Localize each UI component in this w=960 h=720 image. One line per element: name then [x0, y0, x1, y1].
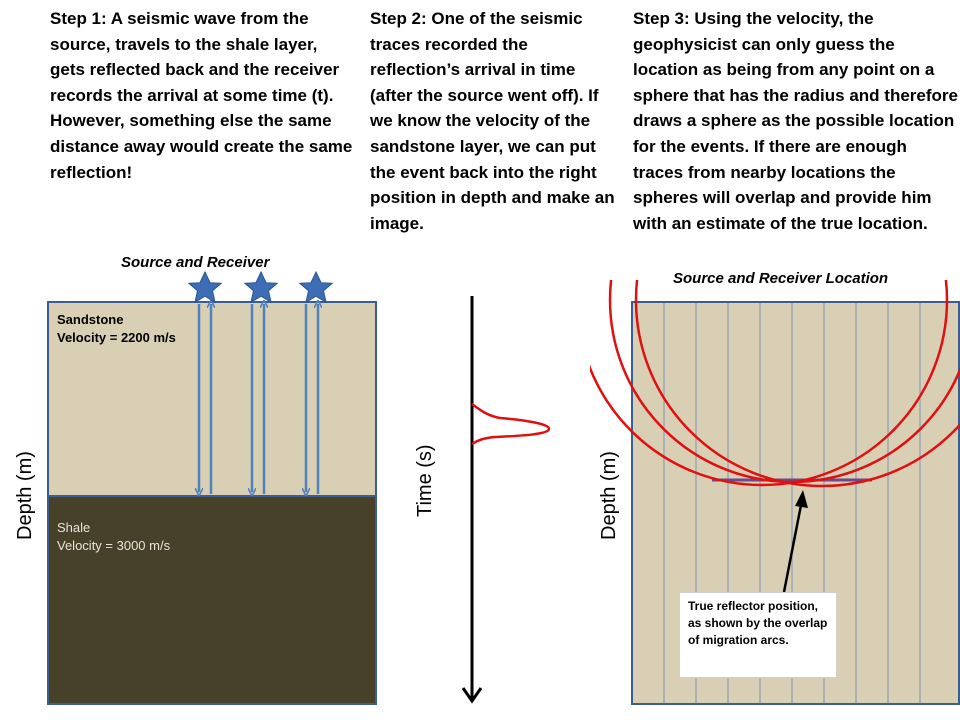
shale-label: Shale Velocity = 3000 m/s	[57, 519, 170, 555]
source-star-icon	[245, 272, 277, 302]
reflector-callout: True reflector position, as shown by the…	[679, 592, 837, 678]
source-star-icon	[300, 272, 332, 302]
panel2-axis-label: Time (s)	[414, 444, 437, 517]
panel1-axis-label: Depth (m)	[14, 451, 37, 540]
panel2-trace	[463, 296, 549, 701]
wavelet	[472, 404, 549, 444]
panel3-axis-label: Depth (m)	[598, 451, 621, 540]
panel3-caption: Source and Receiver Location	[673, 270, 888, 287]
source-star-icon	[189, 272, 221, 302]
sandstone-label: Sandstone Velocity = 2200 m/s	[57, 311, 176, 347]
panel1-caption: Source and Receiver	[121, 254, 269, 271]
